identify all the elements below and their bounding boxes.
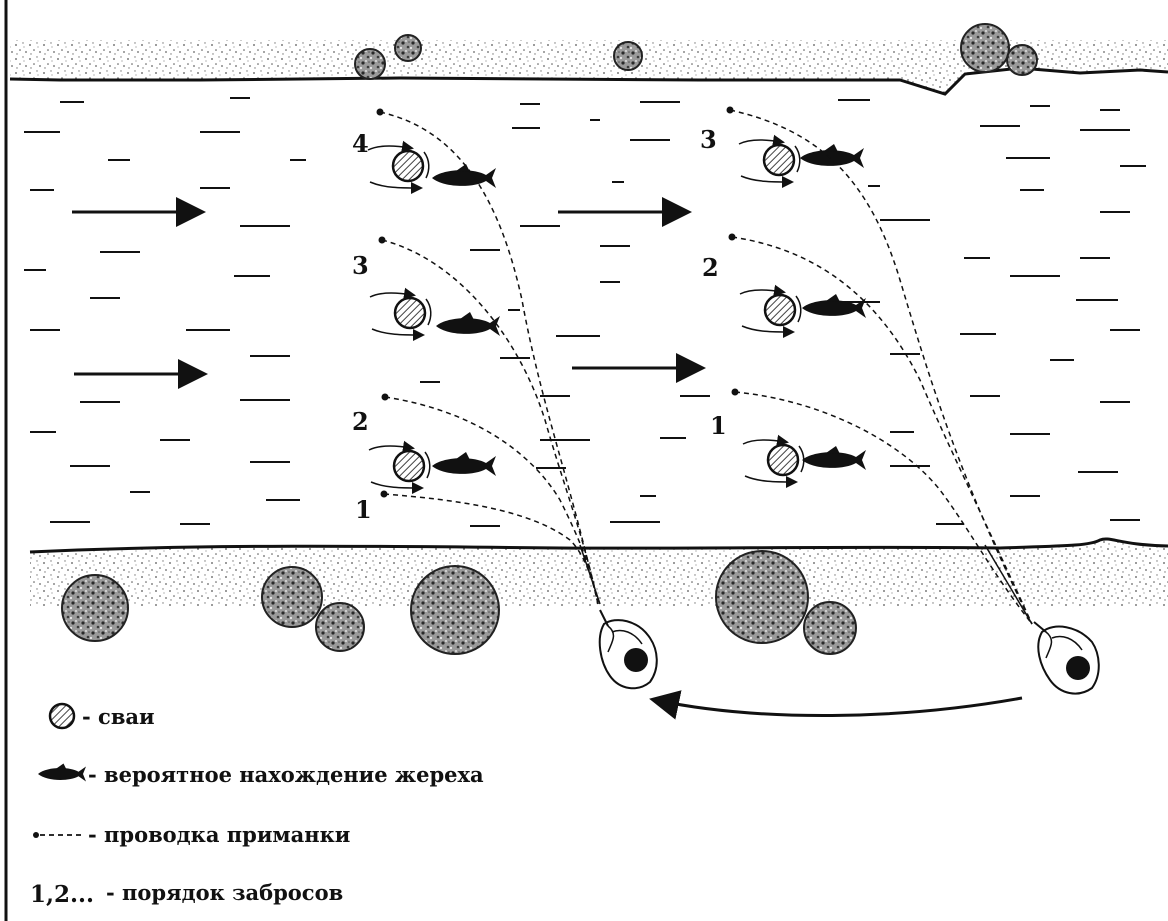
pile <box>370 293 431 335</box>
angler <box>1034 622 1099 694</box>
pile <box>369 446 430 488</box>
bush <box>1007 45 1037 75</box>
cast-number-label: 2 <box>702 253 719 282</box>
cast-number-label: 1 <box>710 411 727 440</box>
bush <box>355 49 385 79</box>
pile <box>368 146 429 188</box>
bush <box>804 602 856 654</box>
bush <box>411 566 499 654</box>
legend-order-label: - порядок забросов <box>106 880 343 905</box>
legend-retrieve-icon <box>33 832 82 838</box>
cast-number-label: 3 <box>352 251 369 280</box>
cast-number-label: 3 <box>700 125 717 154</box>
legend: - сваи - вероятное нахождение жереха - п… <box>30 704 484 908</box>
cast-number-label: 4 <box>352 129 369 158</box>
bush <box>62 575 128 641</box>
legend-fish-icon <box>38 764 86 782</box>
water-ripples <box>24 98 1146 526</box>
asp-fish <box>802 446 866 470</box>
lure-start-dot <box>727 107 739 396</box>
legend-retrieve-label: - проводка приманки <box>88 822 350 847</box>
legend-order-prefix: 1,2... <box>30 881 94 908</box>
legend-piles-label: - сваи <box>82 704 155 729</box>
bush <box>262 567 322 627</box>
pile <box>743 440 804 482</box>
cast-number-label: 1 <box>355 495 372 524</box>
bush <box>716 551 808 643</box>
asp-fish <box>432 164 496 188</box>
pile <box>739 140 800 182</box>
angler-movement-arrow <box>655 698 1022 716</box>
angler <box>600 610 657 688</box>
lure-retrieve-paths <box>380 112 598 604</box>
bush <box>614 42 642 70</box>
lure-start-dot <box>377 109 389 498</box>
pile <box>740 290 801 332</box>
legend-fish-label: - вероятное нахождение жереха <box>88 762 484 787</box>
asp-fish <box>432 452 496 476</box>
asp-fish <box>802 294 866 318</box>
bush <box>395 35 421 61</box>
asp-fish <box>436 312 500 336</box>
legend-pile-icon <box>50 704 74 728</box>
bush <box>316 603 364 651</box>
cast-number-label: 2 <box>352 407 369 436</box>
bush <box>961 24 1009 72</box>
asp-fish <box>800 144 864 168</box>
